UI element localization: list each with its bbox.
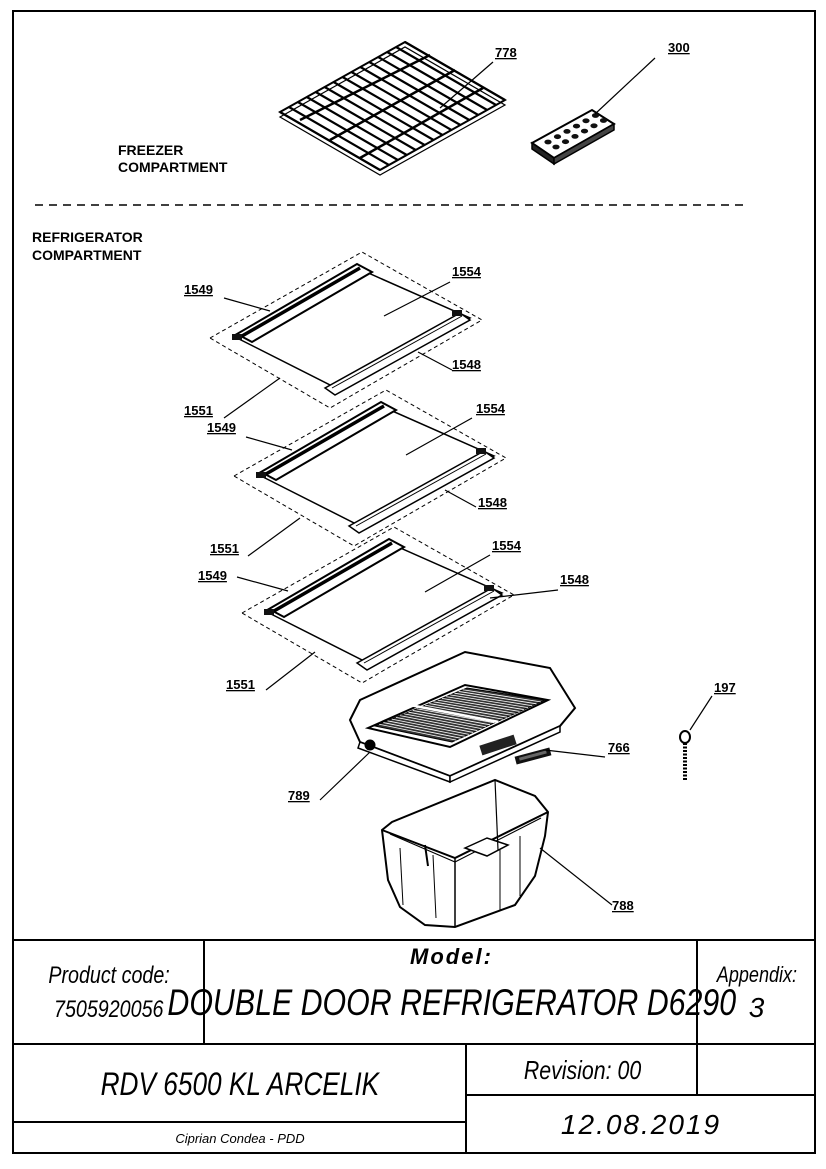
glass-shelf (232, 389, 508, 547)
appendix-label: Appendix: (716, 962, 797, 987)
author-value: Ciprian Condea - PDD (175, 1130, 305, 1146)
title-block-grid (12, 939, 816, 1154)
label-1548-top: 1548 (452, 357, 481, 372)
revision-cell: Revision: 00 (468, 1046, 697, 1095)
date-cell: 12.08.2019 (468, 1097, 814, 1152)
label-300: 300 (668, 40, 690, 55)
product-code-cell: Product code: 7505920056 (14, 942, 204, 1044)
crisper-drawer-788 (380, 778, 550, 929)
label-197: 197 (714, 680, 736, 695)
glass-shelf (240, 526, 516, 684)
label-1551-bottom: 1551 (226, 677, 255, 692)
refrigerator-title-line1: REFRIGERATOR (32, 229, 143, 245)
label-788: 788 (612, 898, 634, 913)
label-778: 778 (495, 45, 517, 60)
label-1549-middle: 1549 (207, 420, 236, 435)
label-1551-top: 1551 (184, 403, 213, 418)
label-1548-bottom: 1548 (560, 572, 589, 587)
label-1549-top: 1549 (184, 282, 213, 297)
ice-tray-300 (530, 108, 616, 166)
refrigerator-title-line2: COMPARTMENT (32, 247, 142, 263)
label-1548-middle: 1548 (478, 495, 507, 510)
model-label: Model: (410, 944, 493, 969)
project-cell: RDV 6500 KL ARCELIK (14, 1046, 466, 1122)
appendix-value: 3 (748, 992, 765, 1023)
label-1554-middle: 1554 (476, 401, 506, 416)
date-value: 12.08.2019 (560, 1108, 722, 1140)
label-1549-bottom: 1549 (198, 568, 227, 583)
label-1554-bottom: 1554 (492, 538, 522, 553)
revision-value: Revision: 00 (523, 1055, 642, 1085)
pin-197 (679, 730, 691, 780)
label-766: 766 (608, 740, 630, 755)
glass-shelf (208, 251, 484, 409)
product-code-value: 7505920056 (54, 996, 164, 1023)
label-1554-top: 1554 (452, 264, 482, 279)
drawing-frame (12, 10, 816, 1154)
model-value: DOUBLE DOOR REFRIGERATOR D6290 (167, 982, 736, 1023)
crisper-cover-789 (348, 650, 577, 784)
label-1551-middle: 1551 (210, 541, 239, 556)
glass-shelf-assemblies (208, 251, 516, 684)
freezer-title-line2: COMPARTMENT (118, 159, 228, 175)
humidity-slider-766 (514, 747, 552, 765)
product-code-label: Product code: (48, 962, 170, 989)
model-cell: Model: DOUBLE DOOR REFRIGERATOR D6290 (167, 942, 736, 1044)
freezer-title-line1: FREEZER (118, 142, 183, 158)
leader-lines (223, 57, 713, 906)
label-789: 789 (288, 788, 310, 803)
wire-shelf-778 (277, 40, 508, 176)
author-cell: Ciprian Condea - PDD (14, 1124, 466, 1152)
project-value: RDV 6500 KL ARCELIK (100, 1065, 380, 1102)
appendix-cell: Appendix: 3 (699, 942, 814, 1044)
